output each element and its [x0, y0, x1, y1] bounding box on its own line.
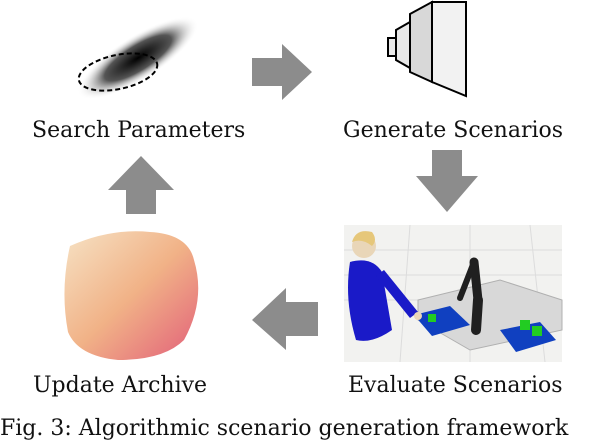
- step-label-update: Update Archive: [33, 373, 208, 398]
- generator-box-medium: [395, 20, 411, 70]
- green-cube-1: [520, 320, 530, 330]
- simulation-scene-icon: [344, 224, 563, 363]
- generator-funnel-icon: [387, 0, 467, 98]
- green-cube-3: [428, 314, 436, 322]
- step-label-generate: Generate Scenarios: [343, 118, 564, 143]
- gaussian-ellipse-icon: [77, 16, 199, 100]
- arrow-down-icon: [416, 150, 478, 212]
- archive-blob: [64, 231, 199, 360]
- human-hair: [352, 231, 375, 246]
- archive-heatmap-icon: [64, 231, 199, 360]
- step-label-evaluate: Evaluate Scenarios: [348, 373, 563, 398]
- figure-caption: Fig. 3: Algorithmic scenario generation …: [0, 416, 569, 441]
- green-cube-2: [532, 326, 542, 336]
- step-label-search: Search Parameters: [32, 118, 246, 143]
- human-head: [352, 234, 376, 258]
- gaussian-blob: [77, 16, 199, 100]
- blue-mat-left: [414, 306, 470, 336]
- arrow-left-icon: [252, 288, 318, 350]
- human-hand: [414, 312, 422, 320]
- blue-mat-right: [500, 322, 556, 352]
- table-top: [417, 279, 563, 351]
- human-body: [348, 260, 392, 341]
- generator-box-large: [409, 0, 433, 84]
- generator-box-back: [431, 1, 467, 98]
- arrows-layer: [108, 44, 478, 350]
- generator-box-small: [387, 37, 397, 57]
- arrow-right-icon: [252, 44, 312, 100]
- arrow-up-icon: [108, 156, 174, 214]
- dashed-ellipse: [77, 52, 159, 92]
- robot-arm: [457, 257, 483, 335]
- scene-background: [344, 225, 562, 362]
- human-arm: [376, 270, 418, 318]
